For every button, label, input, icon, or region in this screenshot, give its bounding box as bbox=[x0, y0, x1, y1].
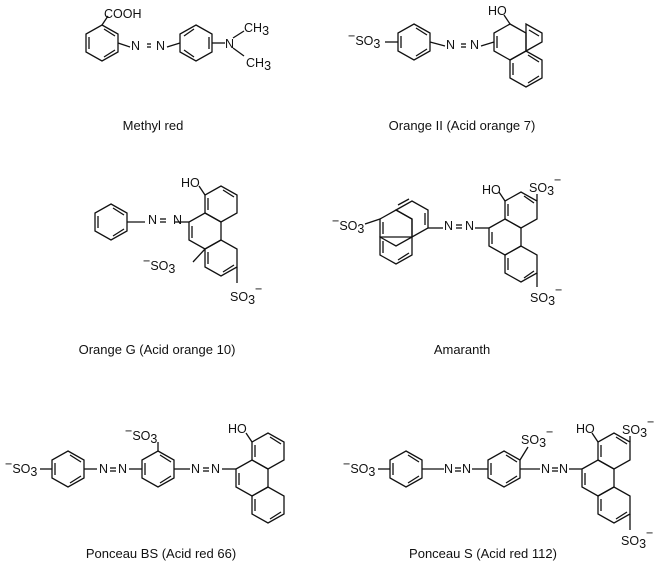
ponceau-s-sulfonate-2: SO3− bbox=[521, 425, 553, 450]
ponceau-s-name: Ponceau S (Acid red 112) bbox=[409, 546, 557, 561]
methyl-red-azo-n1: N bbox=[131, 39, 140, 53]
amaranth-azo-n1: N bbox=[444, 219, 453, 233]
ponceau-s-bonds bbox=[378, 432, 631, 530]
ponceau-bs-sulfonate-1: −SO3 bbox=[5, 457, 37, 479]
ponceau-bs-sulfonate-2: −SO3 bbox=[125, 424, 157, 446]
ponceau-bs-azo-n1: N bbox=[99, 462, 108, 476]
methyl-red-name: Methyl red bbox=[122, 118, 184, 133]
ponceau-s-azo-n1: N bbox=[444, 462, 453, 476]
amaranth-sulfonate-3: SO3− bbox=[530, 283, 562, 308]
methyl-red-bonds bbox=[85, 15, 245, 62]
amaranth-name: Amaranth bbox=[433, 342, 491, 357]
methyl-red-methyl-b: CH3 bbox=[246, 56, 271, 73]
orange-ii-hydroxyl: HO bbox=[488, 4, 507, 18]
orange-g-azo-n1: N bbox=[173, 213, 182, 227]
ponceau-s-azo-n2: N bbox=[462, 462, 471, 476]
ponceau-s-azo-n4: N bbox=[559, 462, 568, 476]
orange-ii-sulfonate: −SO3 bbox=[348, 29, 380, 51]
amaranth-hydroxyl: HO bbox=[482, 183, 501, 197]
amaranth-bonds bbox=[364, 191, 538, 287]
methyl-red-carboxyl-label: COOH bbox=[104, 7, 142, 21]
orange-ii-name: Orange II (Acid orange 7) bbox=[388, 118, 536, 133]
methyl-red-methyl-a: CH3 bbox=[244, 21, 269, 38]
orange-g-name: Orange G (Acid orange 10) bbox=[78, 342, 236, 357]
ponceau-bs-azo-n4: N bbox=[211, 462, 220, 476]
ponceau-bs-azo-n2: N bbox=[118, 462, 127, 476]
orange-g-bonds bbox=[94, 185, 238, 283]
ponceau-s-hydroxyl: HO bbox=[576, 422, 595, 436]
orange-g-hydroxyl: HO bbox=[181, 176, 200, 190]
methyl-red-azo-n2: N bbox=[156, 39, 165, 53]
ponceau-bs-name: Ponceau BS (Acid red 66) bbox=[85, 546, 237, 561]
orange-ii-bonds bbox=[385, 14, 543, 88]
ponceau-s-sulfonate-1: −SO3 bbox=[343, 457, 375, 479]
orange-g-sulfonate-1: −SO3 bbox=[143, 254, 175, 276]
methyl-red-amine-n: N bbox=[225, 37, 234, 51]
amaranth-sulfonate-2: SO3− bbox=[529, 173, 561, 198]
orange-g-azo-n2: N bbox=[148, 213, 157, 227]
ponceau-bs-hydroxyl: HO bbox=[228, 422, 247, 436]
orange-ii-azo-n1: N bbox=[446, 38, 455, 52]
amaranth-azo-n2: N bbox=[465, 219, 474, 233]
ponceau-bs-bonds bbox=[40, 432, 285, 524]
amaranth-sulfonate-1: −SO3 bbox=[332, 214, 364, 236]
ponceau-s-sulfonate-3: SO3− bbox=[622, 415, 654, 440]
orange-ii-azo-n2: N bbox=[470, 38, 479, 52]
ponceau-bs-azo-n3: N bbox=[191, 462, 200, 476]
orange-g-sulfonate-2: SO3− bbox=[230, 282, 262, 307]
ponceau-s-azo-n3: N bbox=[541, 462, 550, 476]
ponceau-s-sulfonate-4: SO3− bbox=[621, 526, 653, 551]
